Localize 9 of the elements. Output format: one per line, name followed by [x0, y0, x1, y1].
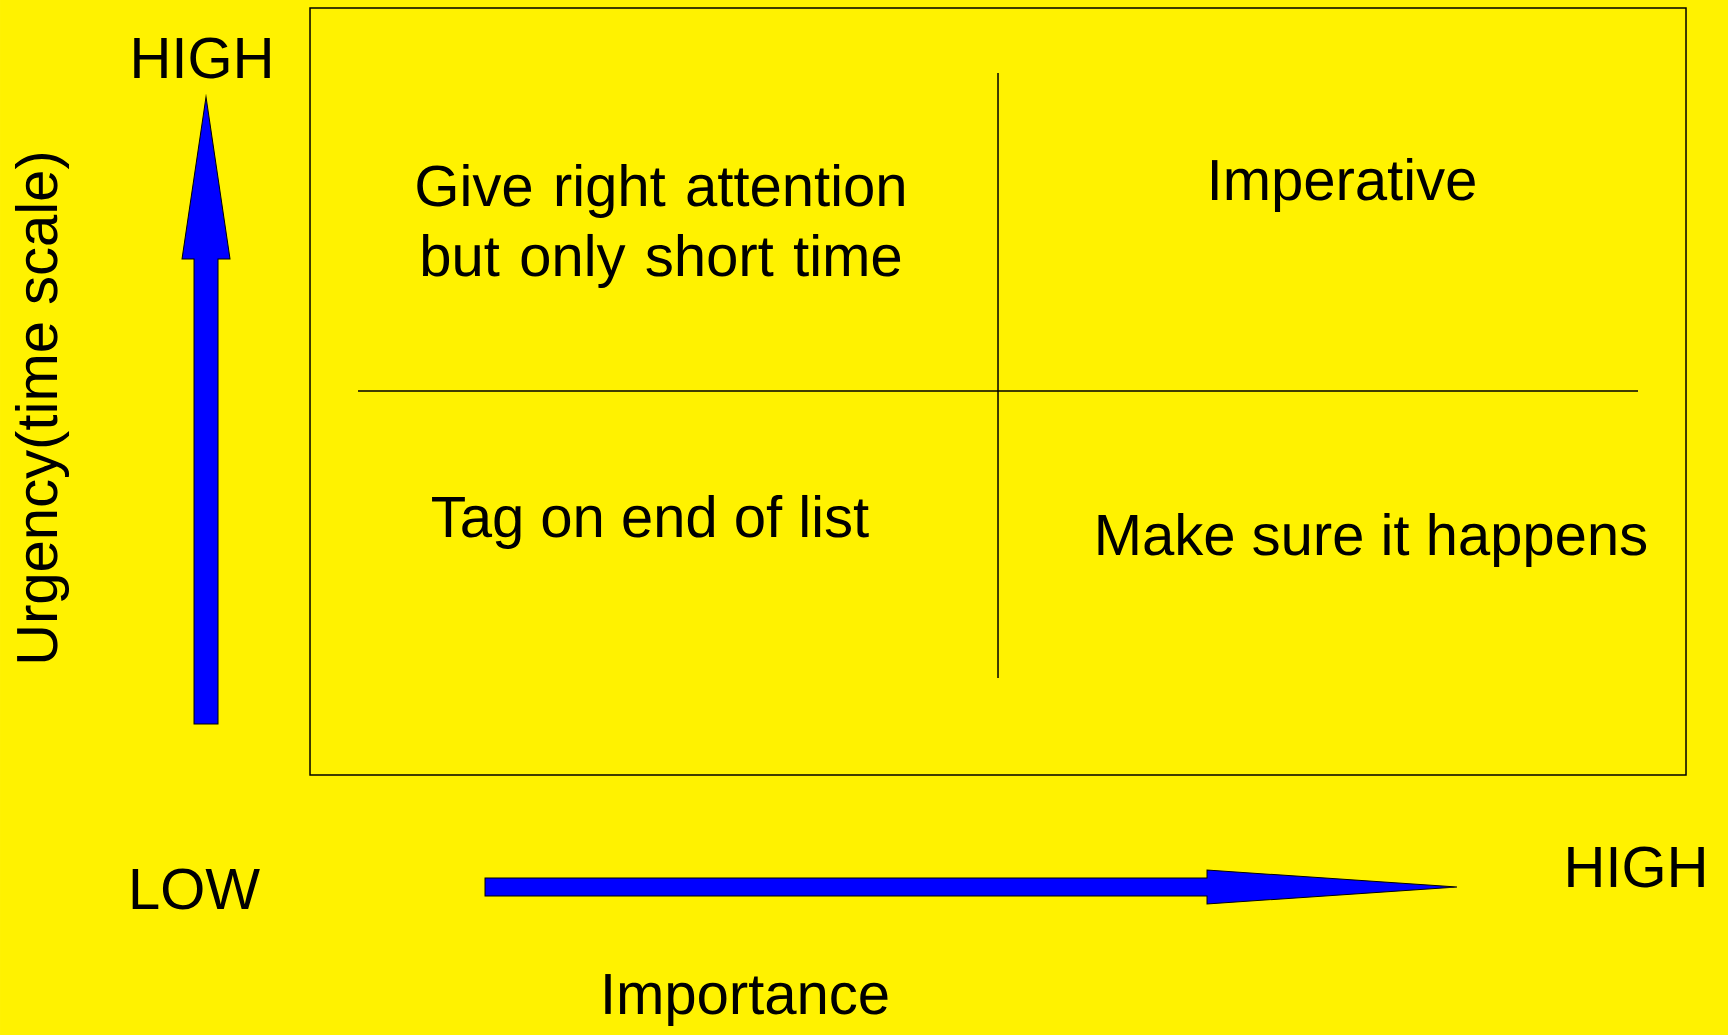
axis-end-label: HIGH: [134, 37, 270, 79]
axis-title: Urgency(time scale): [15, 153, 70, 662]
quadrant-label: Give right attention but only short time: [417, 163, 904, 288]
quadrant-label: Imperative: [1212, 157, 1475, 212]
quadrant-label: Tag on end of list: [432, 494, 869, 549]
axis-end-label: HIGH: [1568, 846, 1704, 888]
axis-title: Importance: [605, 974, 888, 1026]
quadrant-label: Make sure it happens: [1098, 512, 1647, 567]
axis-end-label: LOW: [132, 868, 260, 910]
